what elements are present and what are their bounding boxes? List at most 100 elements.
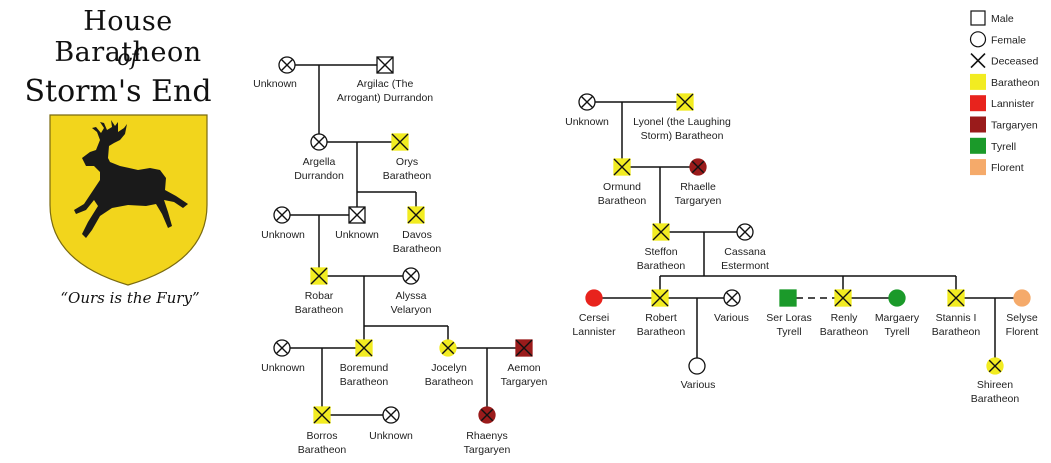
legend-item-lannister: Lannister — [970, 95, 1035, 112]
legend-label: Deceased — [991, 56, 1038, 68]
legend: MaleFemaleDeceasedBaratheonLannisterTarg… — [969, 10, 1040, 176]
legend-label: Female — [991, 34, 1026, 46]
stag-icon — [74, 120, 188, 238]
person-unknown-1: Unknown — [253, 56, 297, 90]
person-label: Arrogant) Durrandon — [337, 92, 433, 104]
motto: “Ours is the Fury” — [60, 289, 200, 307]
person-label: Targaryen — [675, 195, 722, 207]
person-label: Estermont — [721, 260, 769, 272]
deceased-cross-icon — [275, 341, 289, 355]
person-label: Baratheon — [393, 243, 442, 255]
person-stannis: Stannis I Baratheon — [932, 289, 981, 338]
deceased-cross-icon — [613, 158, 631, 176]
person-label: Targaryen — [464, 444, 511, 456]
person-label: Steffon — [644, 246, 677, 258]
person-label: Ser Loras — [766, 312, 812, 324]
person-label: Unknown — [253, 78, 297, 90]
legend-item-tyrell: Tyrell — [970, 137, 1016, 154]
person-label: Baratheon — [425, 376, 474, 388]
male-symbol — [779, 289, 797, 307]
person-label: Unknown — [261, 362, 305, 374]
person-label: Baratheon — [971, 393, 1020, 405]
person-label: Rhaelle — [680, 181, 716, 193]
deceased-cross-icon — [407, 206, 425, 224]
person-label: Various — [681, 379, 716, 391]
deceased-cross-icon — [275, 208, 289, 222]
deceased-cross-icon — [652, 223, 670, 241]
deceased-cross-icon — [348, 206, 366, 224]
person-label: Argella — [303, 156, 336, 168]
person-label: Baratheon — [637, 326, 686, 338]
color-swatch — [970, 73, 986, 90]
deceased-cross-icon — [391, 133, 409, 151]
person-label: Robert — [645, 312, 677, 324]
person-label: Cassana — [724, 246, 766, 258]
person-label: Boremund — [340, 362, 389, 374]
legend-label: Baratheon — [991, 77, 1040, 89]
person-label: Baratheon — [820, 326, 869, 338]
title-of: of — [117, 46, 139, 71]
color-swatch — [970, 137, 986, 154]
person-label: Margaery — [875, 312, 920, 324]
person-label: Targaryen — [501, 376, 548, 388]
deceased-legend-icon — [970, 53, 986, 69]
deceased-cross-icon — [480, 408, 494, 422]
deceased-cross-icon — [310, 267, 328, 285]
person-label: Cersei — [579, 312, 609, 324]
person-unknown-5: Unknown — [369, 406, 413, 442]
person-label: Jocelyn — [431, 362, 467, 374]
person-label: Ormund — [603, 181, 641, 193]
deceased-cross-icon — [376, 56, 394, 74]
female-symbol — [585, 289, 603, 307]
person-various-1: Various — [714, 289, 749, 324]
legend-label: Targaryen — [991, 120, 1038, 132]
deceased-cross-icon — [355, 339, 373, 357]
color-swatch — [970, 116, 986, 133]
person-label: Unknown — [565, 116, 609, 128]
person-label: Borros — [307, 430, 338, 442]
legend-item-male: Male — [970, 10, 1014, 26]
color-swatch — [970, 159, 986, 176]
person-label: Baratheon — [383, 170, 432, 182]
person-label: Stannis I — [936, 312, 977, 324]
legend-item-targaryen: Targaryen — [970, 116, 1038, 133]
title-storms-end: Storm's End — [24, 74, 212, 109]
deceased-cross-icon — [313, 406, 331, 424]
person-label: Baratheon — [637, 260, 686, 272]
deceased-cross-icon — [725, 291, 739, 305]
deceased-cross-icon — [834, 289, 852, 307]
deceased-cross-icon — [988, 359, 1002, 373]
person-label: Aemon — [507, 362, 540, 374]
legend-item-female: Female — [969, 31, 1026, 48]
person-label: Storm) Baratheon — [641, 130, 724, 142]
deceased-cross-icon — [580, 95, 594, 109]
deceased-cross-icon — [691, 160, 705, 174]
title-house: House Baratheon — [54, 6, 202, 68]
deceased-cross-icon — [384, 408, 398, 422]
male-legend-icon — [970, 10, 986, 26]
person-label: Lannister — [572, 326, 616, 338]
color-swatch — [970, 95, 986, 112]
person-label: Baratheon — [932, 326, 981, 338]
person-label: Florent — [1006, 326, 1039, 338]
person-label: Rhaenys — [466, 430, 507, 442]
person-unknown-4: Unknown — [261, 339, 305, 374]
